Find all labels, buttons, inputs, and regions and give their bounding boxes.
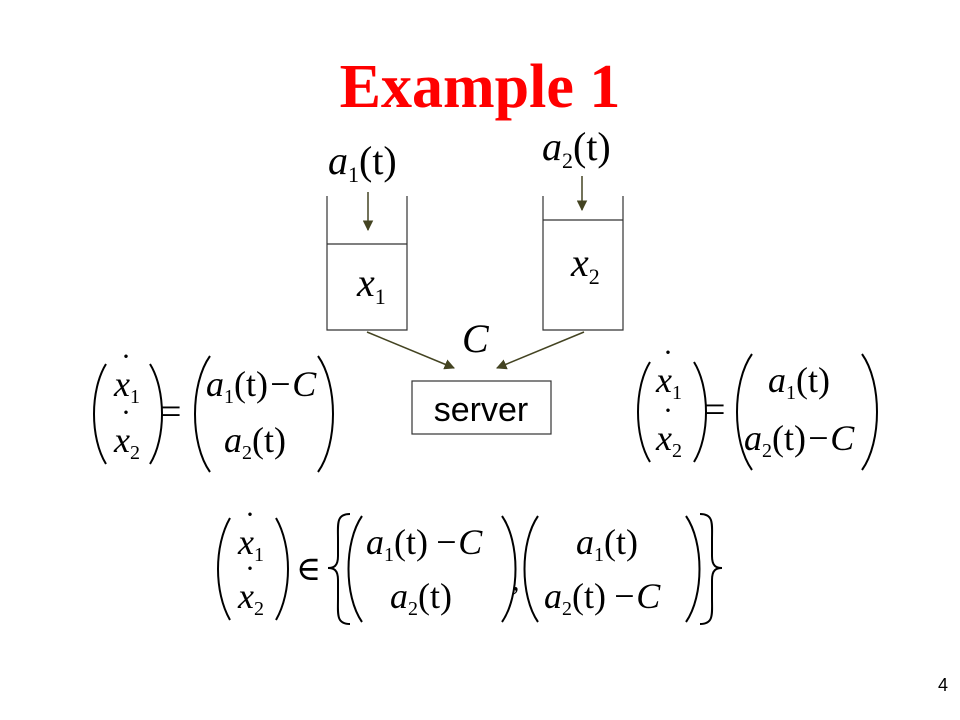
paren-close	[685, 515, 701, 623]
dot-x2: ·	[663, 394, 673, 427]
equation-bottom: x1 · x2 · ∈ a1(t)−C a2(t) , a1(t) a2(t)−…	[217, 498, 723, 625]
queue-state-2: x2	[570, 240, 600, 289]
lhs-x1: x1	[237, 522, 264, 566]
option-separator: ,	[512, 564, 520, 597]
rhs-row-2: a2(t)	[224, 420, 286, 464]
option2-row-2: a2(t)−C	[544, 576, 661, 620]
option1-row-1: a1(t)−C	[366, 522, 483, 566]
paren-open	[93, 363, 107, 465]
dot-x1: ·	[121, 340, 131, 373]
equation-right: x1 · x2 · = a1(t) a2(t)−C	[637, 336, 878, 471]
page-title: Example 1	[339, 53, 621, 121]
equals-sign: =	[704, 389, 725, 431]
service-arrow-2	[496, 331, 585, 370]
dot-x1: ·	[245, 498, 255, 531]
arrival-label-1: a1(t)	[328, 138, 397, 187]
rhs-row-2: a2(t)−C	[744, 418, 855, 462]
service-arrow-1	[366, 331, 455, 370]
lhs-x1: x1	[113, 364, 140, 408]
queue-buffer-1	[326, 196, 408, 331]
dot-x2: ·	[245, 552, 255, 585]
rhs-row-1: a1(t)−C	[206, 364, 317, 408]
paren-open	[347, 515, 363, 623]
brace-open	[327, 513, 351, 625]
paren-close	[861, 353, 878, 471]
equals-sign: =	[160, 391, 181, 433]
option1-row-2: a2(t)	[390, 576, 452, 620]
page-number: 4	[937, 675, 948, 695]
server-box	[411, 380, 552, 435]
paren-open	[523, 515, 539, 623]
paren-close	[693, 361, 707, 463]
paren-open	[194, 355, 211, 473]
lhs-x1: x1	[655, 360, 682, 404]
dot-x1: ·	[663, 336, 673, 369]
lhs-x2: x2	[237, 576, 264, 620]
brace-close	[699, 513, 723, 625]
dot-x2: ·	[121, 396, 131, 429]
paren-open	[637, 361, 651, 463]
rhs-row-1: a1(t)	[768, 360, 830, 404]
queue-1: a1(t) x1	[326, 138, 408, 331]
paren-close	[317, 355, 334, 473]
queue-buffer-2	[542, 196, 624, 331]
capacity-label: C	[462, 316, 490, 361]
paren-close	[275, 517, 289, 621]
paren-close	[501, 515, 517, 623]
paren-open	[736, 353, 753, 471]
queue-2: a2(t) x2	[542, 124, 624, 331]
element-of-sign: ∈	[296, 551, 321, 588]
lhs-x2: x2	[655, 418, 682, 462]
queue-state-1: x1	[356, 260, 386, 309]
option2-row-1: a1(t)	[576, 522, 638, 566]
arrival-label-2: a2(t)	[542, 124, 611, 173]
paren-open	[217, 517, 231, 621]
equation-left: x1 · x2 · = a1(t)−C a2(t)	[93, 340, 334, 473]
lhs-x2: x2	[113, 420, 140, 464]
server-label: server	[434, 391, 528, 429]
paren-close	[149, 363, 163, 465]
